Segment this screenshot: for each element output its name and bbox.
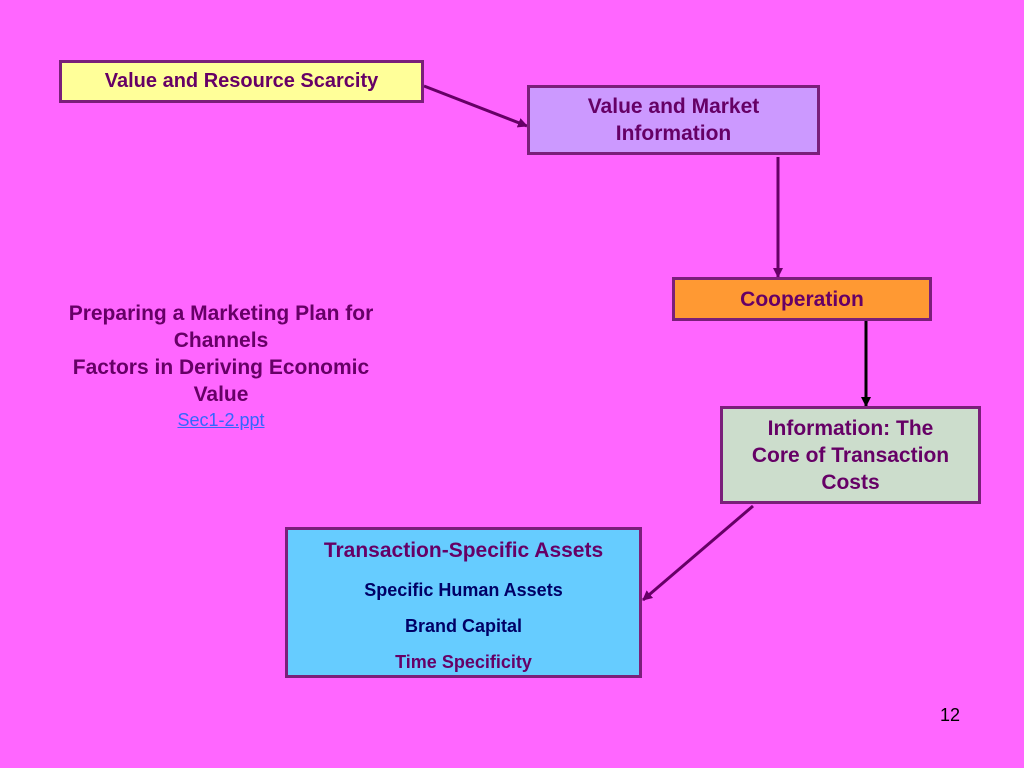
assets-title: Transaction-Specific Assets: [323, 539, 604, 562]
side-line-1: Preparing a Marketing Plan for: [68, 302, 374, 325]
info-label-line-2: Core of Transaction: [751, 443, 950, 467]
information-transaction-costs-box: Information: The Core of Transaction Cos…: [720, 406, 981, 504]
value-market-information-box: Value and Market Information: [527, 85, 820, 155]
info-label-line-1: Information: The: [767, 416, 934, 440]
cooperation-box: Cooperation: [672, 277, 932, 321]
scarcity-label: Value and Resource Scarcity: [104, 70, 379, 92]
cooperation-label: Cooperation: [740, 288, 864, 311]
side-line-4: Value: [193, 383, 249, 406]
side-note: Preparing a Marketing Plan for Channels …: [40, 300, 402, 432]
arrow-info-to-assets: [642, 504, 754, 602]
sec1-2-ppt-link[interactable]: Sec1-2.ppt: [177, 410, 265, 430]
page-number: 12: [939, 705, 961, 725]
arrow-scarcity-to-market: [423, 84, 528, 128]
assets-item-human: Specific Human Assets: [364, 580, 563, 600]
transaction-specific-assets-box: Transaction-Specific Assets Specific Hum…: [285, 527, 642, 678]
assets-item-brand: Brand Capital: [404, 616, 523, 636]
value-resource-scarcity-box: Value and Resource Scarcity: [59, 60, 424, 103]
info-label-line-3: Costs: [821, 470, 880, 494]
side-line-3: Factors in Deriving Economic: [72, 356, 370, 379]
market-label-line-1: Value and Market: [587, 95, 760, 118]
assets-item-time: Time Specificity: [395, 652, 532, 672]
side-line-2: Channels: [173, 329, 269, 352]
market-label-line-2: Information: [615, 122, 732, 145]
